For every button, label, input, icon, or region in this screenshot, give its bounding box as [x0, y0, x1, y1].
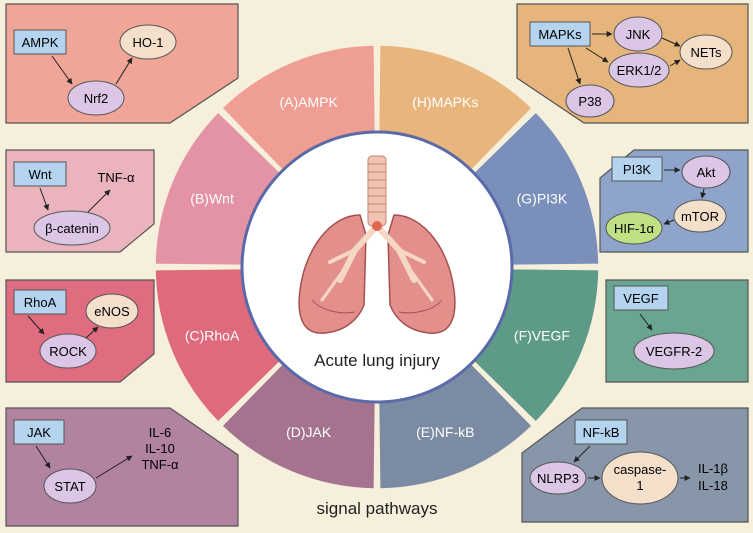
mapks-box-label: MAPKs	[538, 27, 582, 42]
panel-rhoa: RhoA ROCK eNOS	[5, 279, 155, 383]
enos-label: eNOS	[94, 304, 130, 319]
rock-label: ROCK	[49, 344, 87, 359]
hif1a-label: HIF-1α	[614, 221, 655, 236]
jak-box	[13, 419, 65, 445]
arrow-jak-stat	[35, 445, 51, 469]
p38-node	[565, 84, 615, 118]
nlrp3-node	[529, 461, 587, 495]
il18-label: IL-18	[698, 478, 728, 493]
caspase1-label-line1: caspase-	[614, 462, 667, 477]
segment-label-pi3k: (G)PI3K	[517, 191, 568, 207]
segment-label-wnt: (B)Wnt	[190, 191, 234, 207]
pi3k-box-label: PI3K	[623, 162, 652, 177]
wnt-tnfa-label: TNF-α	[97, 170, 135, 185]
arrow-stat-cytokines	[95, 455, 133, 479]
vegf-box-label: VEGF	[623, 291, 658, 306]
jak-box-label: JAK	[27, 425, 51, 440]
beta-catenin-node	[33, 210, 111, 246]
nets-node	[679, 34, 733, 70]
pathway-ring: (H)MAPKs (G)PI3K (F)VEGF (E)NF-kB (D)JAK (C)R…	[154, 44, 600, 490]
vegf-box	[613, 285, 669, 311]
mtor-label: mTOR	[681, 209, 719, 224]
nets-label: NETs	[690, 45, 722, 60]
erk-label: ERK1/2	[617, 63, 662, 78]
rhoa-box-label: RhoA	[24, 295, 57, 310]
vegfr2-node	[633, 332, 715, 370]
arrow-vegf-vegfr2	[639, 313, 653, 331]
arrow-rhoa-rock	[27, 315, 45, 335]
p38-label: P38	[578, 94, 601, 109]
mapks-box	[529, 21, 591, 47]
nrf2-label: Nrf2	[84, 91, 109, 106]
jak-tnfa-label: TNF-α	[141, 457, 179, 472]
panel-nfkb: NF-kB NLRP3 caspase- 1 IL-1β IL-18	[521, 407, 749, 523]
jak-il10-label: IL-10	[145, 441, 175, 456]
lungs-icon	[298, 155, 456, 334]
arrow-jnk-nets	[661, 37, 681, 47]
mtor-node	[673, 199, 727, 233]
arrow-nfkb-nlrp3	[573, 445, 591, 463]
jnk-label: JNK	[626, 27, 651, 42]
panel-wnt: Wnt β-catenin TNF-α	[5, 149, 155, 253]
arrow-mapks-erk	[585, 47, 609, 63]
footer-label: signal pathways	[317, 499, 438, 518]
rock-node	[39, 333, 97, 369]
nfkb-box-label: NF-kB	[583, 425, 620, 440]
arrow-erk-nets	[669, 59, 681, 67]
arrow-akt-mtor	[700, 188, 707, 199]
erk-node	[608, 52, 670, 88]
segment-label-vegf: (F)VEGF	[514, 327, 570, 343]
jak-il6-label: IL-6	[149, 425, 171, 440]
wnt-box	[13, 161, 67, 187]
ho1-label: HO-1	[132, 35, 163, 50]
pi3k-box	[611, 156, 663, 182]
arrow-wnt-catenin	[39, 187, 49, 211]
akt-node	[681, 155, 731, 189]
segment-label-jak: (D)JAK	[286, 424, 332, 440]
segment-label-nfkb: (E)NF-kB	[416, 424, 474, 440]
nrf2-node	[67, 80, 125, 116]
enos-node	[85, 293, 139, 329]
segment-label-rhoa: (C)RhoA	[185, 327, 240, 343]
segment-label-mapks: (H)MAPKs	[412, 94, 478, 110]
arrow-catenin-tnfa	[87, 189, 111, 213]
panel-pi3k: PI3K Akt mTOR HIF-1α	[599, 149, 749, 253]
arrow-mapks-p38	[567, 47, 582, 85]
jnk-node	[613, 16, 663, 52]
ampk-box	[13, 29, 67, 55]
arrow-mtor-hif1a	[663, 219, 675, 225]
ho1-node	[119, 24, 177, 60]
stat-node	[43, 468, 97, 504]
arrow-nrf2-ho1	[115, 57, 133, 85]
ampk-box-label: AMPK	[22, 35, 59, 50]
center-circle	[240, 130, 514, 404]
segment-label-ampk: (A)AMPK	[280, 94, 339, 110]
arrow-rock-enos	[85, 326, 99, 339]
arrow-ampk-nrf2	[51, 55, 73, 85]
nfkb-box	[574, 419, 628, 445]
stat-label: STAT	[54, 479, 85, 494]
vegfr2-label: VEGFR-2	[646, 344, 702, 359]
il1b-label: IL-1β	[698, 461, 728, 476]
wnt-box-label: Wnt	[28, 167, 52, 182]
hif1a-node	[605, 211, 663, 245]
beta-catenin-label: β-catenin	[45, 221, 99, 236]
center-title: Acute lung injury	[314, 351, 440, 370]
rhoa-box	[13, 289, 67, 315]
caspase1-node	[601, 451, 679, 505]
akt-label: Akt	[697, 165, 716, 180]
panel-mapks: MAPKs JNK ERK1/2 P38 NETs	[516, 3, 749, 124]
panel-jak: JAK STAT IL-6 IL-10 TNF-α	[5, 407, 239, 527]
nlrp3-label: NLRP3	[537, 471, 579, 486]
caspase1-label-line2: 1	[636, 478, 643, 493]
panel-vegf: VEGF VEGFR-2	[605, 279, 749, 383]
panel-ampk: AMPK Nrf2 HO-1	[5, 3, 239, 124]
